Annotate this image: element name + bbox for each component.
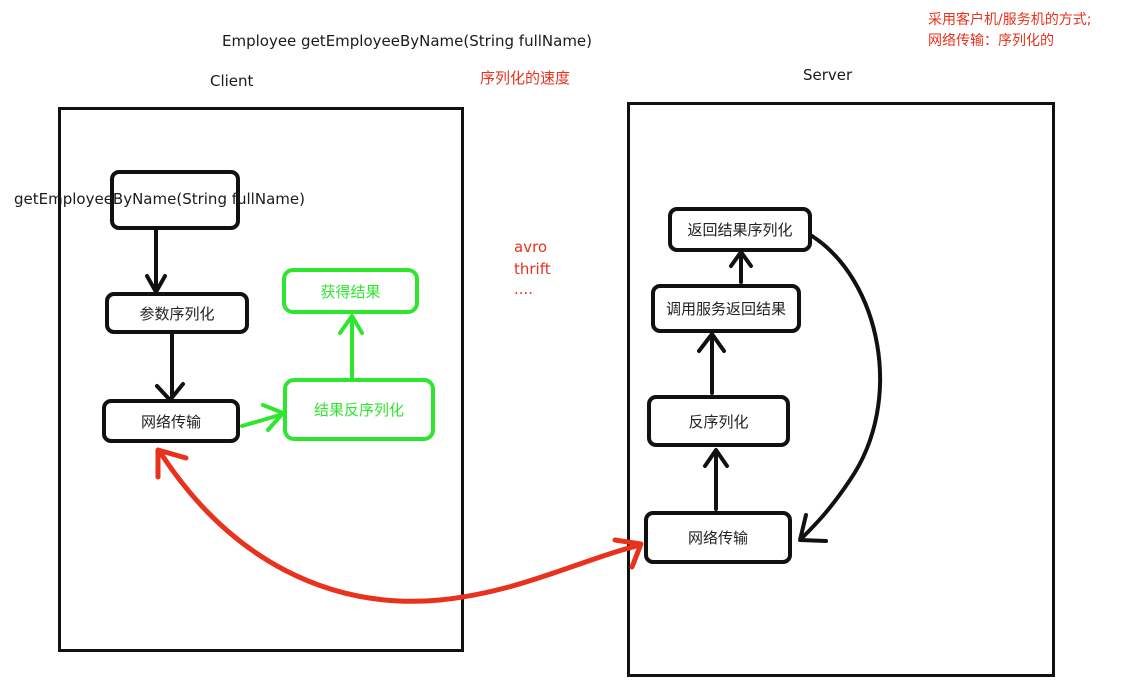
client-param-serialize-node: 参数序列化 xyxy=(105,292,249,334)
server-deserialize-node: 反序列化 xyxy=(647,395,790,447)
client-panel xyxy=(58,107,464,652)
method-signature: Employee getEmployeeByName(String fullNa… xyxy=(222,32,593,50)
client-param-serialize-label: 参数序列化 xyxy=(139,304,215,323)
client-label: Client xyxy=(210,72,254,90)
server-invoke-service-node: 调用服务返回结果 xyxy=(651,284,801,333)
framework-more: .... xyxy=(514,280,534,298)
client-call-box xyxy=(110,170,240,230)
client-result-deserialize-node: 结果反序列化 xyxy=(283,378,435,441)
client-network-label: 网络传输 xyxy=(140,412,201,431)
client-get-result-label: 获得结果 xyxy=(320,282,381,301)
server-network-node: 网络传输 xyxy=(644,511,792,564)
framework-avro: avro xyxy=(514,238,548,256)
architecture-note-line1: 采用客户机/服务机的方式; xyxy=(928,12,1092,28)
client-call-text: getEmployeeByName(String fullName) xyxy=(14,190,305,208)
client-get-result-node: 获得结果 xyxy=(282,268,419,314)
server-panel xyxy=(627,102,1055,677)
server-label: Server xyxy=(803,66,853,84)
client-network-node: 网络传输 xyxy=(102,399,240,443)
server-invoke-service-label: 调用服务返回结果 xyxy=(665,300,786,318)
server-serialize-result-node: 返回结果序列化 xyxy=(668,207,812,252)
serialization-speed-note: 序列化的速度 xyxy=(480,69,571,87)
server-network-label: 网络传输 xyxy=(687,529,748,547)
client-result-deserialize-label: 结果反序列化 xyxy=(313,401,404,419)
server-serialize-result-label: 返回结果序列化 xyxy=(687,221,793,239)
framework-thrift: thrift xyxy=(514,260,551,278)
architecture-note-line2: 网络传输：序列化的 xyxy=(928,33,1054,49)
server-deserialize-label: 反序列化 xyxy=(688,412,749,431)
